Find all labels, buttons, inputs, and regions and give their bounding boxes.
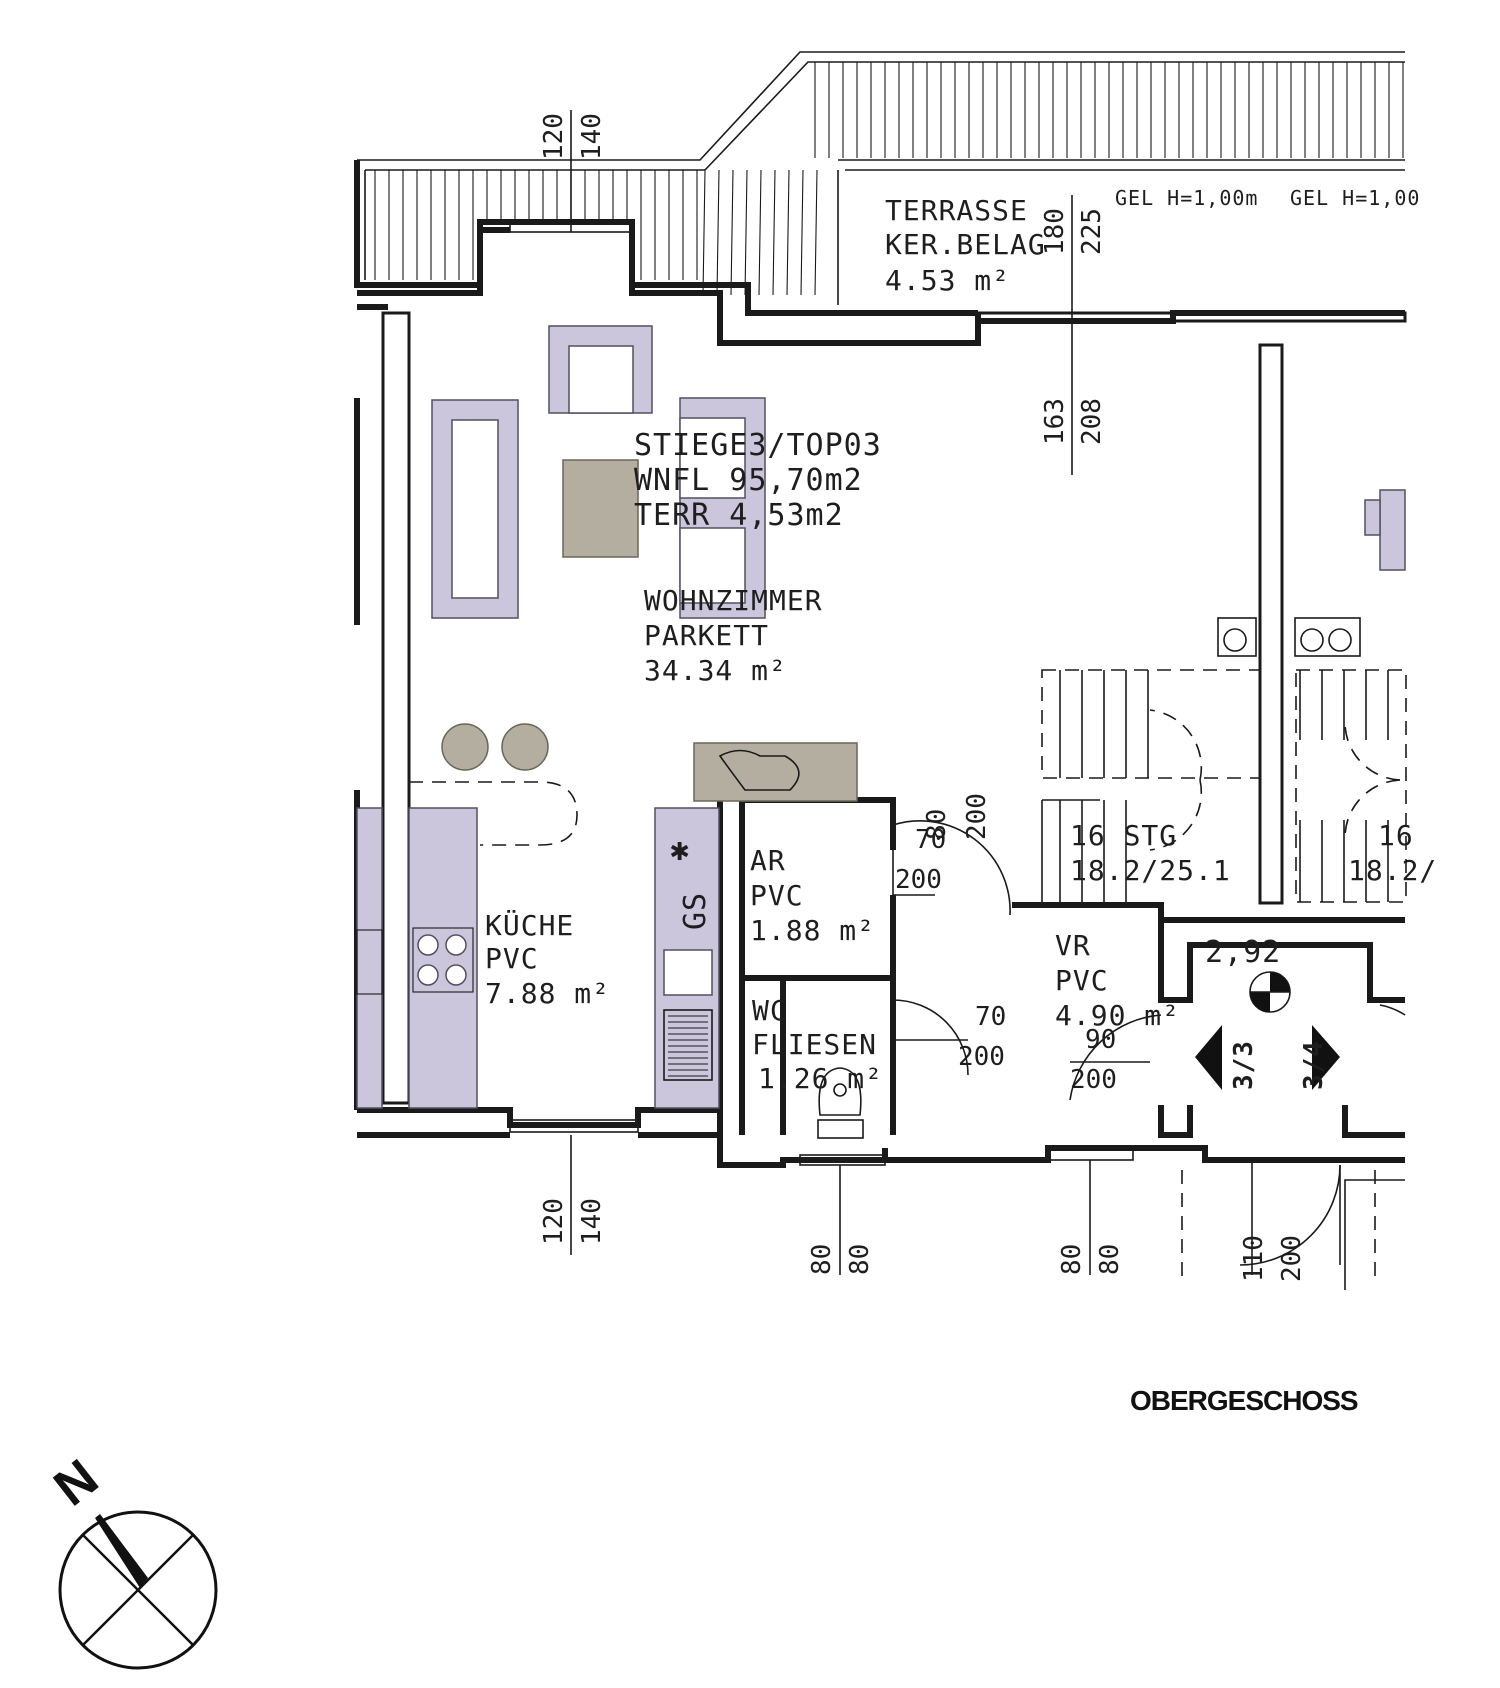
unit-terr: TERR 4,53m2 [634, 498, 844, 533]
terrasse-name: TERRASSE [885, 194, 1028, 227]
dim-top-window-b: 140 [577, 113, 607, 160]
axis-marker-3-4-label: 3/4 [1299, 1040, 1329, 1090]
dim-bottom-wc-b: 80 [845, 1244, 875, 1275]
hatch-top [814, 62, 1404, 158]
labels: STIEGE3/TOP03 WNFL 95,70m2 TERR 4,53m2 T… [485, 113, 1437, 1416]
dim-bottom-kitchen-b: 140 [577, 1198, 607, 1245]
kueche-name: KÜCHE [485, 908, 574, 942]
dim-living-door-a: 163 [1040, 398, 1070, 445]
dim-ar-door-a: 70 [915, 825, 946, 855]
ar-area: 1.88 m² [750, 914, 875, 947]
railing-label-1: GEL H=1,00m [1115, 186, 1258, 210]
wc-area: 1.26 m² [758, 1062, 883, 1095]
level-marker [1249, 971, 1291, 1013]
dim-terrace-b: 225 [1077, 208, 1107, 255]
stair-steps-2: 16 [1378, 819, 1414, 852]
balcony-hatching [354, 51, 1405, 316]
stair-ratio-1: 18.2/25.1 [1070, 854, 1231, 887]
sideboard [693, 742, 858, 802]
dim-vr-door-a: 90 [1085, 1025, 1116, 1055]
coffee-table [562, 459, 639, 558]
terrasse-area: 4.53 m² [885, 264, 1010, 297]
stair-ratio-2: 18.2/ [1348, 854, 1437, 887]
dim-bottom-vr-a: 80 [1057, 1244, 1087, 1275]
vr-name: VR [1055, 929, 1091, 962]
wohnzimmer-name: WOHNZIMMER [644, 584, 823, 617]
hatch-line [716, 169, 720, 296]
dimension-lines [570, 110, 1253, 1275]
walls [354, 221, 1407, 1290]
ar-name: AR [750, 844, 786, 877]
unit-id: STIEGE3/TOP03 [634, 428, 882, 463]
dim-ar-door-b: 200 [895, 865, 942, 895]
hatch-line [772, 169, 776, 296]
railing-label-2: GEL H=1,00 [1290, 186, 1420, 210]
dim-bottom-wc-a: 80 [807, 1244, 837, 1275]
bar-stool-1 [441, 723, 489, 771]
terrasse-floor: KER.BELAG [885, 228, 1046, 261]
bar-stool-2 [501, 723, 549, 771]
dim-living-door-b: 208 [1077, 398, 1107, 445]
dim-vr-door-b: 200 [1070, 1065, 1117, 1095]
wc-floor: FLIESEN [752, 1028, 877, 1061]
dim-terrace-a: 180 [1040, 208, 1070, 255]
hatch-line [730, 169, 734, 296]
stair-steps-1: 16 STG [1070, 819, 1177, 852]
furniture [356, 325, 1406, 1139]
hatch-line [800, 169, 804, 296]
axis-marker-3-3-label: 3/3 [1229, 1040, 1259, 1090]
doors [892, 820, 1406, 1285]
kitchen-counter-left [408, 807, 478, 1109]
gs-label: GS [678, 892, 713, 930]
dim-bottom-kitchen-a: 120 [539, 1198, 569, 1245]
hatch-line [744, 169, 748, 296]
wc-name: WC [752, 994, 788, 1027]
kueche-floor: PVC [485, 942, 539, 975]
dim-entrance-b: 200 [1277, 1235, 1307, 1282]
hatch-line [758, 169, 762, 296]
dim-entrance-a: 110 [1239, 1235, 1269, 1282]
ar-floor: PVC [750, 879, 804, 912]
dim-wc-door-b: 200 [958, 1042, 1005, 1072]
hatch-line [814, 169, 818, 296]
dim-wc-door-a: 70 [975, 1002, 1006, 1032]
axis-marker-3-3 [1195, 1025, 1222, 1090]
star-symbol: ✱ [670, 830, 690, 868]
hatch-line [702, 169, 706, 296]
wohnzimmer-area: 34.34 m² [644, 654, 787, 687]
dim-bottom-vr-b: 80 [1095, 1244, 1125, 1275]
dim-ar-vertical-b: 200 [962, 793, 992, 840]
kueche-area: 7.88 m² [485, 977, 610, 1010]
vr-area: 4.90 m² [1055, 999, 1180, 1032]
dim-top-window-a: 120 [539, 113, 569, 160]
unit-wnfl: WNFL 95,70m2 [634, 463, 863, 498]
north-label: N [44, 1449, 109, 1518]
stairs [1041, 617, 1407, 905]
hatch-left [374, 169, 818, 296]
north-compass: N [44, 1449, 218, 1670]
axis-marker-3-4 [1312, 1025, 1340, 1090]
hatch-line [786, 169, 790, 296]
dim-ar-vertical-a: 80 [922, 809, 952, 840]
vr-floor: PVC [1055, 964, 1109, 997]
plan-title: OBERGESCHOSS [1130, 1385, 1358, 1416]
level-value: 2,92 [1205, 935, 1281, 970]
wohnzimmer-floor: PARKETT [644, 619, 769, 652]
